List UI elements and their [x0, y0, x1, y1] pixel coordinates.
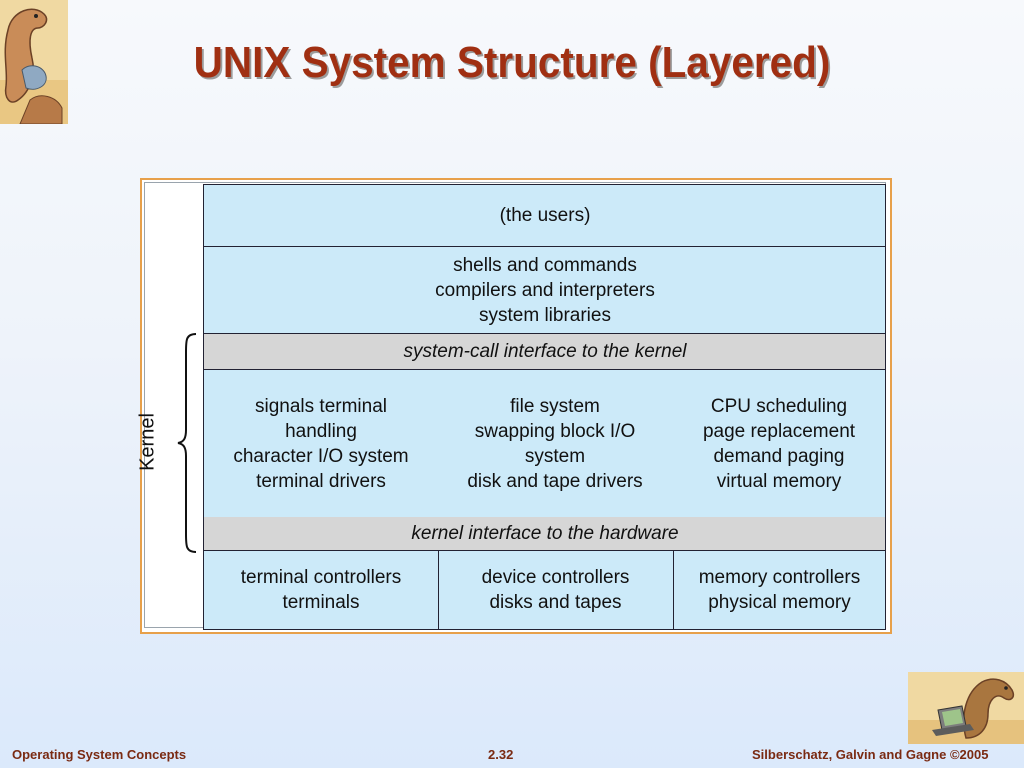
hardware-line: terminal controllers — [240, 567, 402, 588]
kernel-col-cpu: CPU scheduling page replacement demand p… — [672, 370, 886, 517]
kernel-line: swapping block I/O — [474, 420, 636, 442]
dinosaur-logo-icon — [0, 0, 68, 124]
footer-page-number: 2.32 — [488, 747, 514, 762]
hardware-col-memory: memory controllers physical memory — [673, 551, 886, 629]
layer-right-border — [885, 184, 886, 630]
hardware-col-terminal: terminal controllers terminals — [204, 551, 438, 629]
layer-shells: shells and commands compilers and interp… — [204, 247, 886, 334]
layer-hardware: terminal controllers terminals device co… — [204, 551, 886, 630]
shells-line: system libraries — [479, 304, 611, 326]
hardware-line: memory controllers — [698, 567, 861, 588]
syscall-text: system-call interface to the kernel — [403, 341, 687, 362]
hardware-col-device: device controllers disks and tapes — [438, 551, 673, 629]
kernel-col-filesystem: file system swapping block I/O system di… — [438, 370, 672, 517]
dinosaur-laptop-icon — [908, 672, 1024, 744]
layer-syscall-interface: system-call interface to the kernel — [204, 334, 886, 370]
kernel-label: Kernel — [136, 413, 159, 471]
footer-course: Operating System Concepts — [12, 747, 187, 762]
kernel-line: file system — [510, 395, 600, 417]
layer-users-text: (the users) — [499, 205, 591, 226]
kernel-line: demand paging — [713, 445, 845, 467]
kernel-line: signals terminal — [255, 395, 387, 417]
shells-line: compilers and interpreters — [435, 279, 655, 301]
kernel-line: terminal drivers — [256, 470, 386, 492]
layer-kernel: signals terminal handling character I/O … — [204, 370, 886, 517]
footer-copyright: Silberschatz, Galvin and Gagne ©2005 — [752, 747, 989, 762]
kernel-line: handling — [285, 420, 357, 442]
slide-title: UNIX System Structure (Layered) — [193, 38, 831, 87]
layer-shells-text: shells and commands compilers and interp… — [204, 247, 886, 333]
column-divider — [673, 551, 674, 629]
shells-line: shells and commands — [453, 254, 637, 276]
kernel-line: CPU scheduling — [710, 395, 848, 417]
hardware-line: terminals — [282, 592, 360, 613]
kernel-brace-icon — [177, 333, 197, 553]
hardware-line: physical memory — [708, 592, 851, 613]
layer-users: (the users) — [204, 184, 886, 247]
kernel-col-terminal: signals terminal handling character I/O … — [204, 370, 438, 517]
kernel-line: system — [524, 445, 586, 467]
layer-left-border — [203, 184, 204, 630]
hardware-line: device controllers — [481, 567, 630, 588]
kernel-line: disk and tape drivers — [467, 470, 643, 492]
kernel-line: page replacement — [702, 420, 856, 442]
layer-hardware-interface: kernel interface to the hardware — [204, 517, 886, 551]
kernel-line: virtual memory — [716, 470, 842, 492]
hardware-line: disks and tapes — [489, 592, 622, 613]
column-divider — [438, 551, 439, 629]
kernel-line: character I/O system — [233, 445, 409, 467]
hw-interface-text: kernel interface to the hardware — [411, 523, 679, 544]
